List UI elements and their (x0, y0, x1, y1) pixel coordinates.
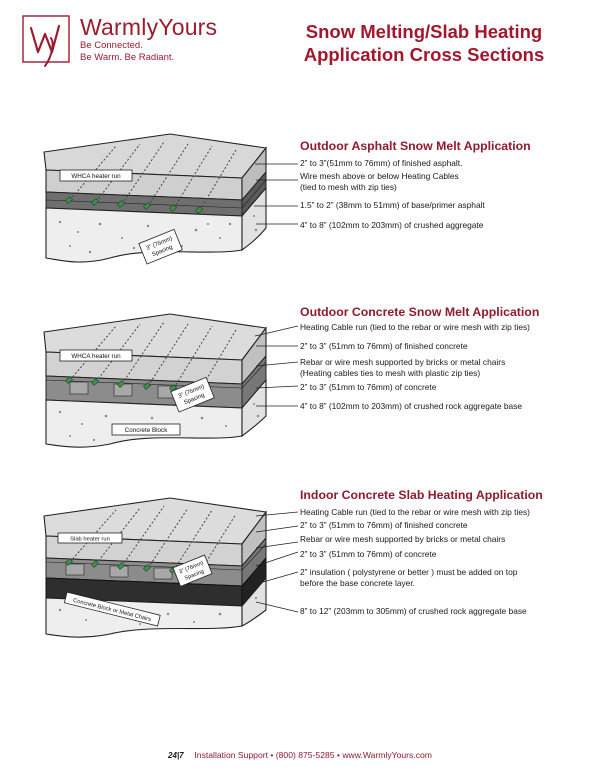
section-title-indoor-slab: Indoor Concrete Slab Heating Application (300, 488, 543, 502)
support-24-7-badge: 24|7 (168, 751, 184, 760)
heater-run-label: WHCA heater run (71, 353, 121, 360)
annotation-asphalt-1: 2” to 3”(51mm to 76mm) of finished aspha… (300, 158, 463, 168)
asphalt-cross-section-diagram: WHCA heater run 3” (76mm) Spacing (43, 133, 298, 265)
heater-run-label-box (59, 169, 133, 182)
spacing-callout: 3” (76mm) Spacing (138, 228, 183, 265)
annotation-indoor-1: Heating Cable run (tied to the rebar or … (300, 507, 530, 517)
page-header: WarmlyYours Be Connected. Be Warm. Be Ra… (0, 0, 600, 90)
section-title-outdoor-concrete: Outdoor Concrete Snow Melt Application (300, 305, 540, 319)
indoor-slab-cross-section-diagram: Slab heater run 3” (76mm) Spacing Concre… (43, 497, 299, 638)
heating-cable-runs (69, 505, 237, 573)
spacing-callout: 3” (76mm) Spacing (170, 376, 215, 413)
brand-name: WarmlyYours (80, 14, 218, 40)
spacing-callout: 3” (76mm) Spacing (172, 554, 213, 587)
aggregate-texture (58, 215, 258, 254)
brand-tagline-2: Be Warm. Be Radiant. (80, 52, 175, 63)
warmlyyours-logo (21, 14, 71, 68)
annotation-outdoor-4: (Heating cables ties to mesh with plasti… (300, 368, 481, 378)
page-title: Snow Melting/Slab Heating Application Cr… (274, 20, 574, 66)
section-title-asphalt: Outdoor Asphalt Snow Melt Application (300, 139, 531, 153)
crushed-rock-side (241, 576, 267, 627)
annotation-indoor-6: before the base concrete layer. (300, 578, 415, 588)
annotation-outdoor-2: 2” to 3” (51mm to 76mm) of finished conc… (300, 341, 468, 351)
annotation-indoor-4: 2” to 3” (51mm to 76mm) of concrete (300, 549, 437, 559)
leader-lines (255, 511, 299, 613)
outdoor-concrete-cross-section-diagram: WHCA heater run 3” (76mm) Spacing Concre… (43, 313, 299, 448)
concrete-block-label-box (111, 423, 181, 436)
annotation-outdoor-3: Rebar or wire mesh supported by bricks o… (300, 357, 506, 367)
annotation-outdoor-5: 2” to 3” (51mm to 76mm) of concrete (300, 382, 437, 392)
annotation-indoor-5: 2” insulation ( polystyrene or better ) … (300, 567, 518, 577)
footer-contact-text: Installation Support • (800) 875-5285 • … (194, 750, 432, 760)
annotation-asphalt-5: 4” to 8” (102mm to 203mm) of crushed agg… (300, 220, 484, 230)
concrete-blocks (65, 563, 173, 580)
concrete-block-label: Concrete Block (125, 427, 169, 434)
page-footer: 24|7 Installation Support • (800) 875-52… (0, 750, 600, 760)
crushed-aggregate-layer (45, 207, 243, 263)
brand-block: WarmlyYours Be Connected. Be Warm. Be Ra… (80, 14, 217, 64)
annotation-indoor-7: 8” to 12” (203mm to 305mm) of crushed ro… (300, 606, 527, 616)
cable-clip-markers (64, 196, 204, 214)
leader-lines (254, 325, 299, 407)
heater-run-label: WHCA heater run (71, 173, 121, 180)
leader-lines (254, 163, 298, 225)
annotation-asphalt-2: Wire mesh above or below Heating Cables (300, 171, 459, 181)
crushed-rock-side (241, 378, 267, 438)
annotation-asphalt-3: (tied to mesh with zip ties) (300, 182, 397, 192)
heater-run-label: Slab heater run (70, 537, 110, 543)
crushed-rock-layer (45, 399, 243, 448)
annotation-indoor-2: 2” to 3” (51mm to 76mm) of finished conc… (300, 520, 468, 530)
page-title-line-1: Snow Melting/Slab Heating (305, 21, 543, 42)
heater-run-label-box (59, 349, 133, 362)
page-title-line-2: Application Cross Sections (303, 44, 545, 65)
aggregate-texture (58, 596, 258, 625)
heater-run-label-box (57, 532, 123, 544)
brand-tagline-1: Be Connected. (80, 40, 143, 51)
annotation-outdoor-6: 4” to 8” (102mm to 203mm) of crushed roc… (300, 401, 523, 411)
cable-clip-markers (64, 558, 204, 576)
wire-mesh (45, 179, 267, 209)
aggregate-side (241, 186, 267, 252)
annotation-outdoor-1: Heating Cable run (tied to the rebar or … (300, 322, 530, 332)
annotation-indoor-3: Rebar or wire mesh supported by bricks o… (300, 534, 506, 544)
annotation-asphalt-4: 1.5” to 2” (38mm to 51mm) of base/primer… (300, 200, 485, 210)
